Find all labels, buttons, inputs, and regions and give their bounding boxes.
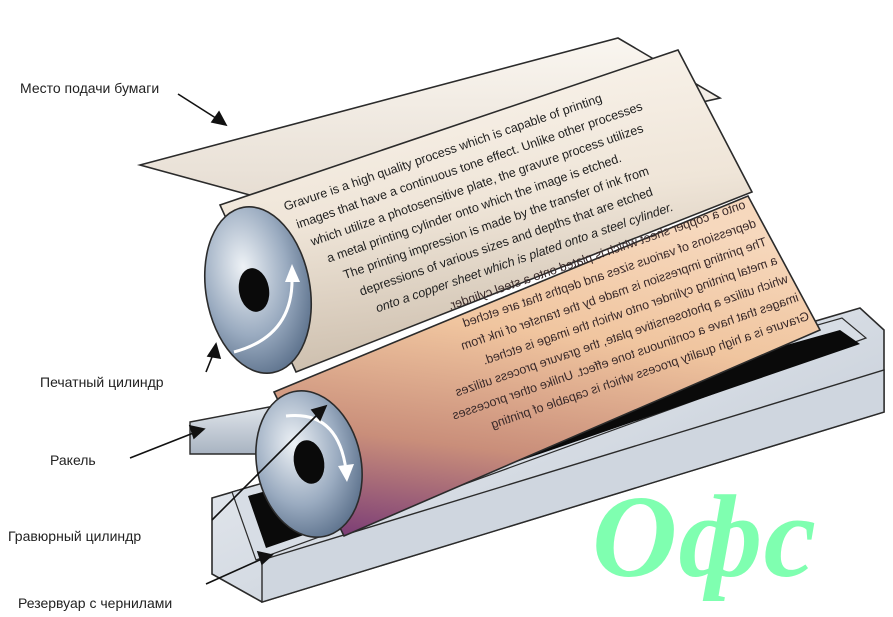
label-gravure-cylinder: Гравюрный цилиндр bbox=[8, 528, 141, 544]
label-doctor-blade: Ракель bbox=[50, 452, 96, 468]
label-impression-cylinder: Печатный цилиндр bbox=[40, 374, 164, 390]
impression-cylinder-arrowhead bbox=[208, 344, 220, 358]
paper-feed-arrowhead bbox=[212, 112, 226, 125]
label-paper-feed: Место подачи бумаги bbox=[20, 80, 159, 96]
label-ink-reservoir: Резервуар с чернилами bbox=[18, 595, 172, 611]
doctor-blade-leader bbox=[130, 432, 196, 458]
overlay-title: Офс bbox=[592, 478, 817, 596]
